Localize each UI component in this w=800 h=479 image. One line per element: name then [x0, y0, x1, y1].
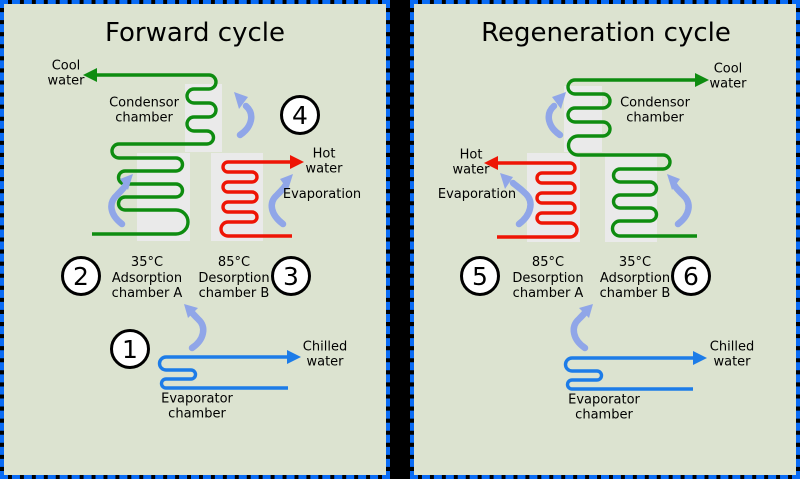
hot-water-arrow-icon [484, 156, 498, 170]
hot-water-label: Hot water [452, 147, 490, 177]
vapor-arrowhead-chamber-a-icon [500, 173, 513, 189]
condenser-chamber-label: Condensor chamber [109, 95, 179, 125]
cool-water-label: Cool water [709, 61, 747, 91]
adsorption-chamber-b-label: 35°C Adsorption chamber B [599, 254, 671, 301]
cool-water-label: Cool water [47, 58, 85, 88]
panel-regeneration-cycle: Regeneration cycle Cool water Condensor … [410, 0, 800, 479]
cool-water-arrow-icon [695, 73, 709, 87]
desorption-chamber-b-label: 85°C Desorption chamber B [198, 254, 270, 301]
desorption-chamber-a-label: 85°C Desorption chamber A [512, 254, 584, 301]
panel-forward-background [4, 4, 386, 475]
step-badge-1: 1 [110, 329, 150, 369]
vapor-arrowhead-condenser-icon [552, 92, 566, 109]
cool-water-arrow-icon [83, 68, 97, 82]
step-badge-2: 2 [61, 256, 101, 296]
chilled-water-arrow-icon [287, 350, 301, 364]
vapor-arrow-condenser [545, 102, 564, 139]
vapor-arrow-condenser [236, 102, 255, 139]
vapor-arrow-chamber-b [671, 182, 692, 228]
hot-water-coil [219, 160, 292, 238]
step-badge-4: 4 [280, 95, 320, 135]
chilled-water-label: Chilled water [302, 339, 348, 369]
vapor-arrowhead-chamber-b-icon [280, 174, 293, 190]
vapor-arrow-evaporator [186, 306, 207, 352]
vapor-arrow-chamber-a [108, 182, 129, 228]
step-badge-6: 6 [671, 256, 711, 296]
hot-water-arrow-icon [290, 155, 304, 169]
vapor-arrow-evaporator [570, 306, 591, 352]
adsorption-chamber-a-label: 35°C Adsorption chamber A [111, 254, 183, 301]
chilled-water-coil [157, 355, 289, 390]
cool-water-coil [566, 78, 697, 238]
chilled-water-label: Chilled water [709, 339, 755, 369]
step-badge-5: 5 [460, 256, 500, 296]
evaporation-label: Evaporation [437, 186, 517, 202]
vapor-arrowhead-chamber-b-icon [667, 174, 680, 190]
vapor-arrow-chamber-a [509, 179, 534, 228]
vapor-arrowhead-evaporator-icon [579, 304, 593, 318]
condenser-chamber-label: Condensor chamber [620, 95, 690, 125]
desorption-chamber-a-strip [527, 153, 580, 242]
chilled-water-coil [563, 356, 695, 391]
hot-water-label: Hot water [305, 146, 343, 176]
forward-cycle-drawing [83, 68, 304, 390]
hot-water-coil [496, 161, 579, 239]
evaporator-chamber-label: Evaporator chamber [161, 391, 233, 421]
page-title-forward: Forward cycle [104, 18, 286, 48]
chilled-water-arrow-icon [693, 351, 707, 365]
evaporation-label: Evaporation [282, 186, 362, 202]
vapor-arrowhead-condenser-icon [234, 92, 248, 109]
panel-forward-cycle: Forward cycle Cool water Condensor chamb… [0, 0, 390, 479]
page-title-regeneration: Regeneration cycle [481, 18, 731, 48]
cool-water-coil [92, 73, 218, 236]
evaporator-chamber-label: Evaporator chamber [568, 392, 640, 422]
vapor-arrowhead-evaporator-icon [184, 304, 198, 318]
vapor-arrowhead-chamber-a-icon [120, 174, 133, 190]
step-badge-3: 3 [271, 256, 311, 296]
vapor-arrow-chamber-b [268, 182, 289, 228]
regeneration-cycle-drawing [484, 73, 709, 391]
desorption-chamber-b-strip [211, 153, 263, 241]
